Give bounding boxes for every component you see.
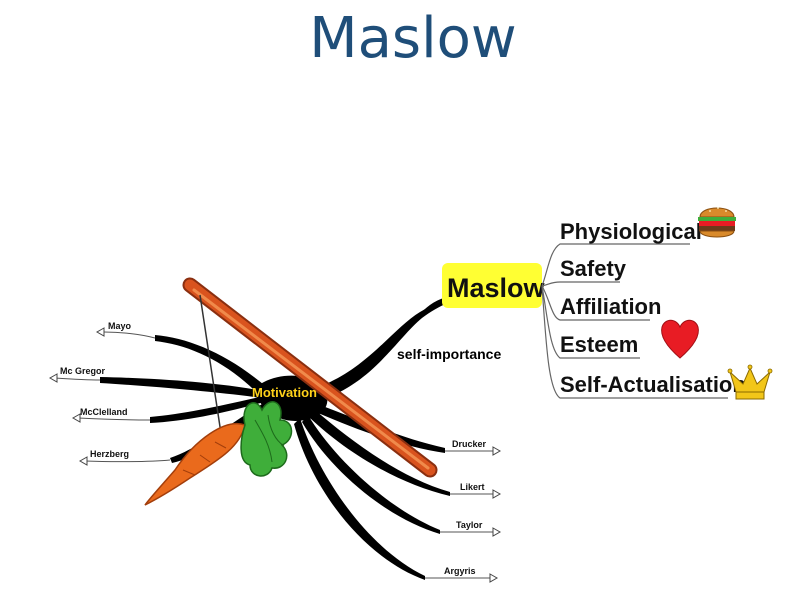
hub-highlight — [442, 263, 542, 308]
branch-label: Herzberg — [90, 449, 129, 459]
burger-icon — [698, 207, 736, 238]
level-branches — [541, 243, 728, 399]
level-label: Safety — [560, 256, 627, 281]
branch-label: Drucker — [452, 439, 487, 449]
carrot-on-stick-icon — [144, 277, 438, 506]
level-label: Esteem — [560, 332, 638, 357]
branch-label: Taylor — [456, 520, 483, 530]
arrowheads — [48, 327, 502, 583]
hub-label: Maslow — [447, 273, 546, 303]
leader-lines — [54, 331, 493, 579]
right-branch-labels: Drucker Likert Taylor Argyris — [444, 439, 487, 576]
branch-label: Mayo — [108, 321, 132, 331]
left-branch-labels: Mayo Mc Gregor McClelland Herzberg — [60, 321, 132, 459]
heart-icon — [661, 319, 699, 359]
branch-label: Argyris — [444, 566, 476, 576]
level-label: Affiliation — [560, 294, 661, 319]
level-label: Self-Actualisation — [560, 372, 746, 397]
crown-icon — [727, 364, 773, 400]
center-label: Motivation — [252, 385, 317, 400]
branch-label: Likert — [460, 482, 485, 492]
note-label: self-importance — [397, 346, 501, 362]
branch-label: Mc Gregor — [60, 366, 106, 376]
level-label: Physiological — [560, 219, 702, 244]
slide-title: Maslow — [309, 6, 517, 71]
branch-label: McClelland — [80, 407, 128, 417]
maslow-levels: Physiological Safety Affiliation Esteem … — [560, 219, 746, 397]
